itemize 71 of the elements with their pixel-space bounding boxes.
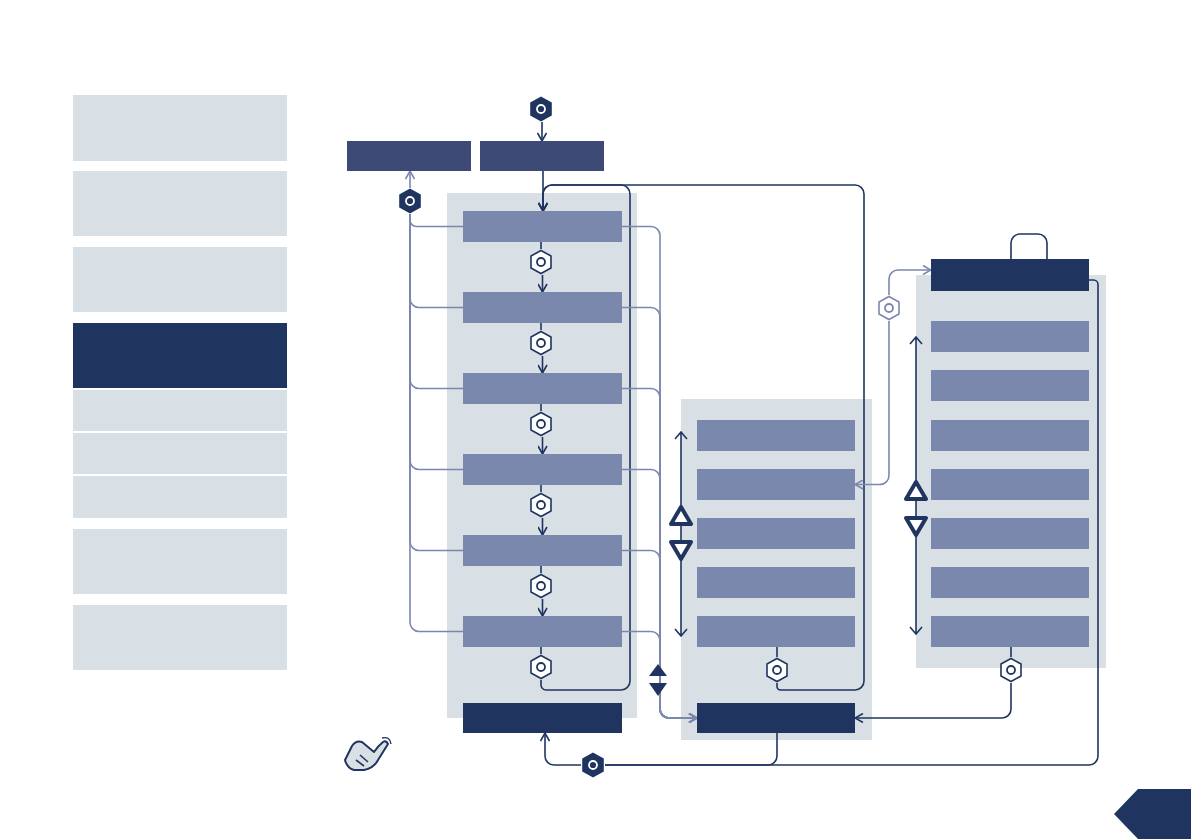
arrow xyxy=(537,355,548,374)
arrow xyxy=(537,170,549,212)
connector-line xyxy=(540,646,542,655)
group-panel xyxy=(681,399,872,740)
hexagon-marker xyxy=(765,657,789,683)
sidebar-panel xyxy=(73,247,287,312)
connector-line xyxy=(1010,233,1048,260)
hexagon-marker xyxy=(529,654,553,680)
arrow xyxy=(888,264,932,296)
process-box xyxy=(931,370,1089,401)
sidebar-panel xyxy=(73,323,287,388)
header-box xyxy=(480,141,604,171)
sidebar-panel xyxy=(73,390,287,431)
group-panel xyxy=(447,193,637,718)
process-box xyxy=(697,420,855,451)
arrow xyxy=(537,598,548,617)
hexagon-marker xyxy=(999,657,1023,683)
process-box xyxy=(697,567,855,598)
header-box xyxy=(347,141,471,171)
connector-line xyxy=(1010,646,1012,658)
process-box xyxy=(463,454,622,485)
process-box xyxy=(931,518,1089,549)
process-box xyxy=(697,518,855,549)
arrow xyxy=(537,436,548,455)
header-box xyxy=(463,703,622,733)
process-box xyxy=(463,373,622,404)
process-box xyxy=(463,292,622,323)
connector-line xyxy=(540,241,542,250)
hexagon-marker xyxy=(529,330,553,356)
process-box xyxy=(697,469,855,500)
sidebar-panel xyxy=(73,171,287,236)
sidebar-panel xyxy=(73,529,287,594)
process-box xyxy=(463,535,622,566)
sidebar-panel xyxy=(73,476,287,518)
arrow xyxy=(537,274,548,293)
process-box xyxy=(463,211,622,242)
hexagon-marker xyxy=(529,249,553,275)
connector-line xyxy=(540,565,542,574)
hexagon-marker xyxy=(877,295,901,321)
connector-line xyxy=(604,732,778,766)
arrow xyxy=(537,517,548,536)
arrow xyxy=(854,320,890,490)
sidebar-panel xyxy=(73,95,287,161)
arrow xyxy=(539,732,582,766)
process-box xyxy=(931,616,1089,647)
process-box xyxy=(463,616,622,647)
header-box xyxy=(697,703,855,733)
arrow xyxy=(536,121,548,142)
hexagon-marker xyxy=(529,96,553,122)
arrow xyxy=(404,170,416,189)
connector-line xyxy=(540,322,542,331)
process-box xyxy=(931,567,1089,598)
group-panel xyxy=(916,275,1106,668)
header-box xyxy=(931,259,1089,291)
hexagon-marker xyxy=(581,752,605,778)
arrow xyxy=(537,184,631,691)
sidebar-panel xyxy=(73,605,287,670)
connector-line xyxy=(540,403,542,412)
arrow xyxy=(621,630,698,724)
connector-line xyxy=(776,646,778,658)
process-box xyxy=(931,420,1089,451)
arrow xyxy=(854,682,1012,724)
hexagon-marker xyxy=(529,492,553,518)
sidebar-panel xyxy=(73,433,287,474)
process-box xyxy=(931,321,1089,352)
process-box xyxy=(697,616,855,647)
hexagon-marker xyxy=(529,573,553,599)
process-box xyxy=(931,469,1089,500)
connector-line xyxy=(540,484,542,493)
hexagon-marker xyxy=(398,188,422,214)
hexagon-marker xyxy=(529,411,553,437)
